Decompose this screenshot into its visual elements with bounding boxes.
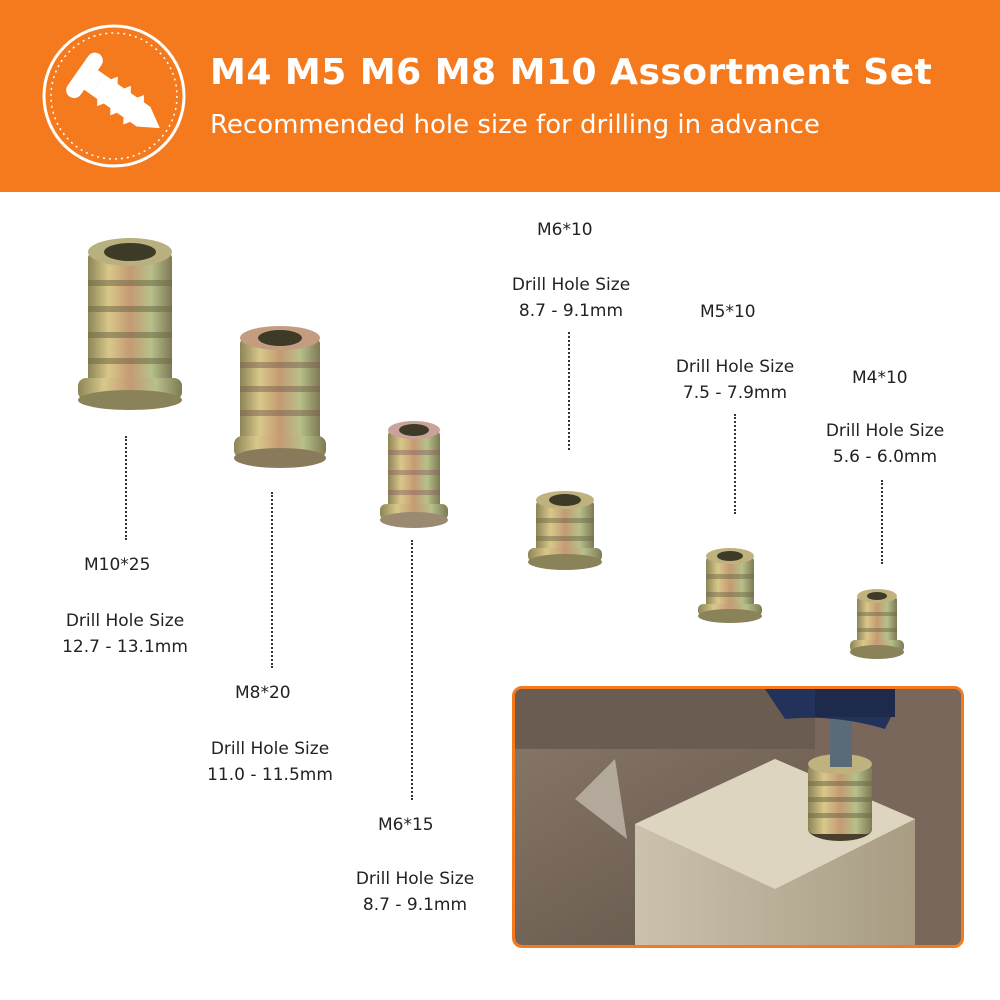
insert-m6-10-image	[528, 491, 602, 570]
leader-line-m5-10	[734, 414, 736, 514]
drill-label: Drill Hole Size	[65, 611, 185, 631]
drill-label: Drill Hole Size	[355, 869, 475, 889]
insert-m6-15-drill-size: Drill Hole Size 8.7 - 9.1mm	[330, 866, 500, 918]
insert-m5-10-drill-size: Drill Hole Size 7.5 - 7.9mm	[650, 354, 820, 406]
insert-m4-10-name: M4*10	[852, 368, 908, 388]
insert-m4-10-image	[850, 589, 904, 659]
insert-m6-10-drill-size: Drill Hole Size 8.7 - 9.1mm	[486, 272, 656, 324]
drill-label: Drill Hole Size	[825, 421, 945, 441]
drill-label: Drill Hole Size	[511, 275, 631, 295]
insert-m10-name: M10*25	[84, 555, 151, 575]
insert-m5-10-image	[698, 548, 762, 623]
insert-m6-10-name: M6*10	[537, 220, 593, 240]
drill-size-value: 7.5 - 7.9mm	[682, 383, 788, 403]
leader-line-m4-10	[881, 480, 883, 564]
page-subtitle: Recommended hole size for drilling in ad…	[210, 110, 820, 140]
drill-size-value: 12.7 - 13.1mm	[62, 637, 188, 657]
insert-m5-10-name: M5*10	[700, 302, 756, 322]
usage-photo	[512, 686, 964, 948]
insert-m10-image	[78, 238, 182, 410]
drill-label: Drill Hole Size	[210, 739, 330, 759]
insert-m8-drill-size: Drill Hole Size 11.0 - 11.5mm	[180, 736, 360, 788]
page-title: M4 M5 M6 M8 M10 Assortment Set	[210, 52, 933, 93]
drill-size-value: 8.7 - 9.1mm	[362, 895, 468, 915]
leader-line-m6-15	[411, 540, 413, 800]
insert-m8-image	[234, 326, 326, 468]
insert-m6-15-image	[380, 421, 448, 528]
insert-m10-drill-size: Drill Hole Size 12.7 - 13.1mm	[40, 608, 210, 660]
leader-line-m10	[125, 436, 127, 540]
insert-m6-15-name: M6*15	[378, 815, 434, 835]
drill-label: Drill Hole Size	[675, 357, 795, 377]
leader-line-m8	[271, 492, 273, 668]
drill-size-value: 5.6 - 6.0mm	[832, 447, 938, 467]
header-banner: M4 M5 M6 M8 M10 Assortment Set Recommend…	[0, 0, 1000, 192]
drill-size-value: 8.7 - 9.1mm	[518, 301, 624, 321]
drill-size-value: 11.0 - 11.5mm	[207, 765, 333, 785]
insert-m8-name: M8*20	[235, 683, 291, 703]
screw-icon	[42, 24, 186, 168]
usage-photo-illustration	[515, 689, 961, 945]
leader-line-m6-10	[568, 332, 570, 450]
insert-m4-10-drill-size: Drill Hole Size 5.6 - 6.0mm	[800, 418, 970, 470]
